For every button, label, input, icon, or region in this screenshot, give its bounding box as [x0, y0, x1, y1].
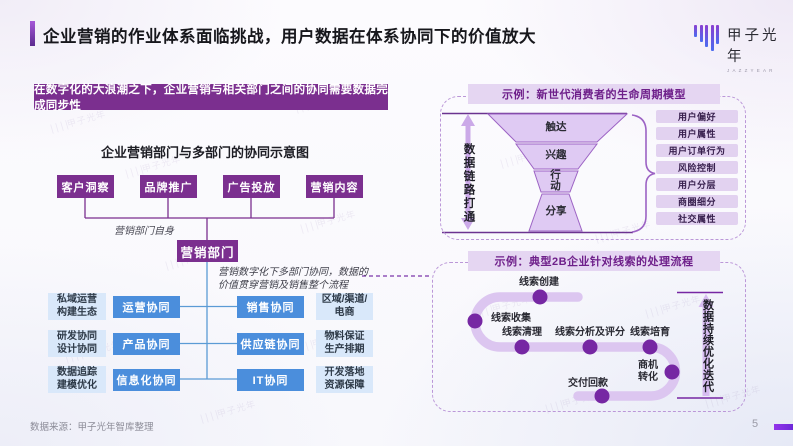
tag-user-attribute: 用户属性: [656, 127, 738, 140]
tag-social-attribute: 社交属性: [656, 212, 738, 225]
step-lead-nurture: 线索培育: [630, 327, 670, 338]
dept-box-ad-delivery: 广告投放: [223, 175, 280, 198]
grid-note-region-channel: 区域/渠道/ 电商: [316, 293, 373, 320]
tag-risk-control: 风险控制: [656, 161, 738, 174]
logo-name: 甲子光年: [727, 28, 780, 65]
grid-box-ops-collab: 运营协同: [113, 295, 180, 318]
tag-order-behavior: 用户订单行为: [656, 144, 738, 157]
watermark: 甲子光年: [194, 397, 257, 427]
grid-box-it-collab: IT协同: [237, 368, 304, 391]
tag-user-segmentation: 用户分层: [656, 178, 738, 191]
diagram-title: 企业营销部门与多部门的协同示意图: [100, 145, 309, 160]
watermark: 甲子光年: [294, 207, 357, 237]
grid-box-supplychain-collab: 供应链协同: [237, 332, 304, 355]
iterate-axis-label: 数据持续优化迭代: [701, 299, 714, 393]
step-opportunity-convert: 商机转化: [638, 360, 658, 383]
lead-panel-title: 示例：典型2B企业针对线索的处理流程: [468, 251, 720, 271]
grid-box-informatization-collab: 信息化协同: [113, 368, 180, 391]
tag-trade-area: 商圈细分: [656, 195, 738, 208]
funnel-stage-reach: 触达: [545, 121, 567, 133]
grid-note-material-schedule: 物料保证 生产排期: [316, 330, 373, 357]
key-message-banner: 在数字化的大浪潮之下，企业营销与相关部门之间的协同需要数据完成同步性: [34, 84, 388, 112]
funnel-tag-list: 用户偏好 用户属性 用户订单行为 风险控制 用户分层 商圈细分 社交属性: [656, 110, 738, 225]
data-source: 数据来源：甲子光年智库整理: [30, 422, 154, 433]
funnel-stage-interest: 兴趣: [545, 149, 567, 161]
grid-box-product-collab: 产品协同: [113, 332, 180, 355]
tag-user-preference: 用户偏好: [656, 110, 738, 123]
dept-box-marketing-content: 营销内容: [306, 175, 363, 198]
dept-box-brand-promo: 品牌推广: [140, 175, 197, 198]
step-lead-score: 线索分析及评分: [555, 327, 625, 338]
logo-bars-icon: [694, 24, 719, 51]
funnel-axis-label: 数据链路打通: [462, 143, 475, 224]
brand-logo: 甲子光年 JAZZYEAR: [694, 24, 793, 73]
funnel-stage-action: 行动: [550, 169, 561, 192]
logo-subtext: JAZZYEAR: [727, 68, 776, 73]
funnel-panel-title: 示例：新世代消费者的生命周期模型: [468, 84, 720, 104]
collaboration-note: 营销数字化下多部门协同，数据的价值贯穿营销及销售整个流程: [218, 267, 368, 291]
self-dept-label: 营销部门自身: [114, 226, 174, 237]
funnel-stage-share: 分享: [545, 205, 567, 217]
step-lead-create: 线索创建: [519, 277, 559, 288]
grid-note-dev-resources: 开发落地 资源保障: [316, 366, 373, 393]
step-delivery-payment: 交付回款: [568, 378, 608, 389]
dept-box-customer-insight: 客户洞察: [57, 175, 114, 198]
step-lead-collect: 线索收集: [491, 313, 531, 324]
page-title: 企业营销的作业体系面临挑战，用户数据在体系协同下的价值放大: [43, 28, 536, 46]
marketing-dept-box: 营销部门: [177, 240, 238, 262]
grid-note-data-tracking: 数据追踪 建模优化: [48, 366, 106, 393]
grid-note-private-ops: 私域运营 构建生态: [48, 293, 106, 320]
title-accent-bar: [30, 21, 35, 46]
step-lead-clean: 线索清理: [502, 327, 542, 338]
grid-box-sales-collab: 销售协同: [237, 295, 304, 318]
corner-accent-bar: [774, 424, 793, 430]
page-number: 5: [752, 418, 759, 430]
grid-note-rnd-design: 研发协同 设计协同: [48, 330, 106, 357]
